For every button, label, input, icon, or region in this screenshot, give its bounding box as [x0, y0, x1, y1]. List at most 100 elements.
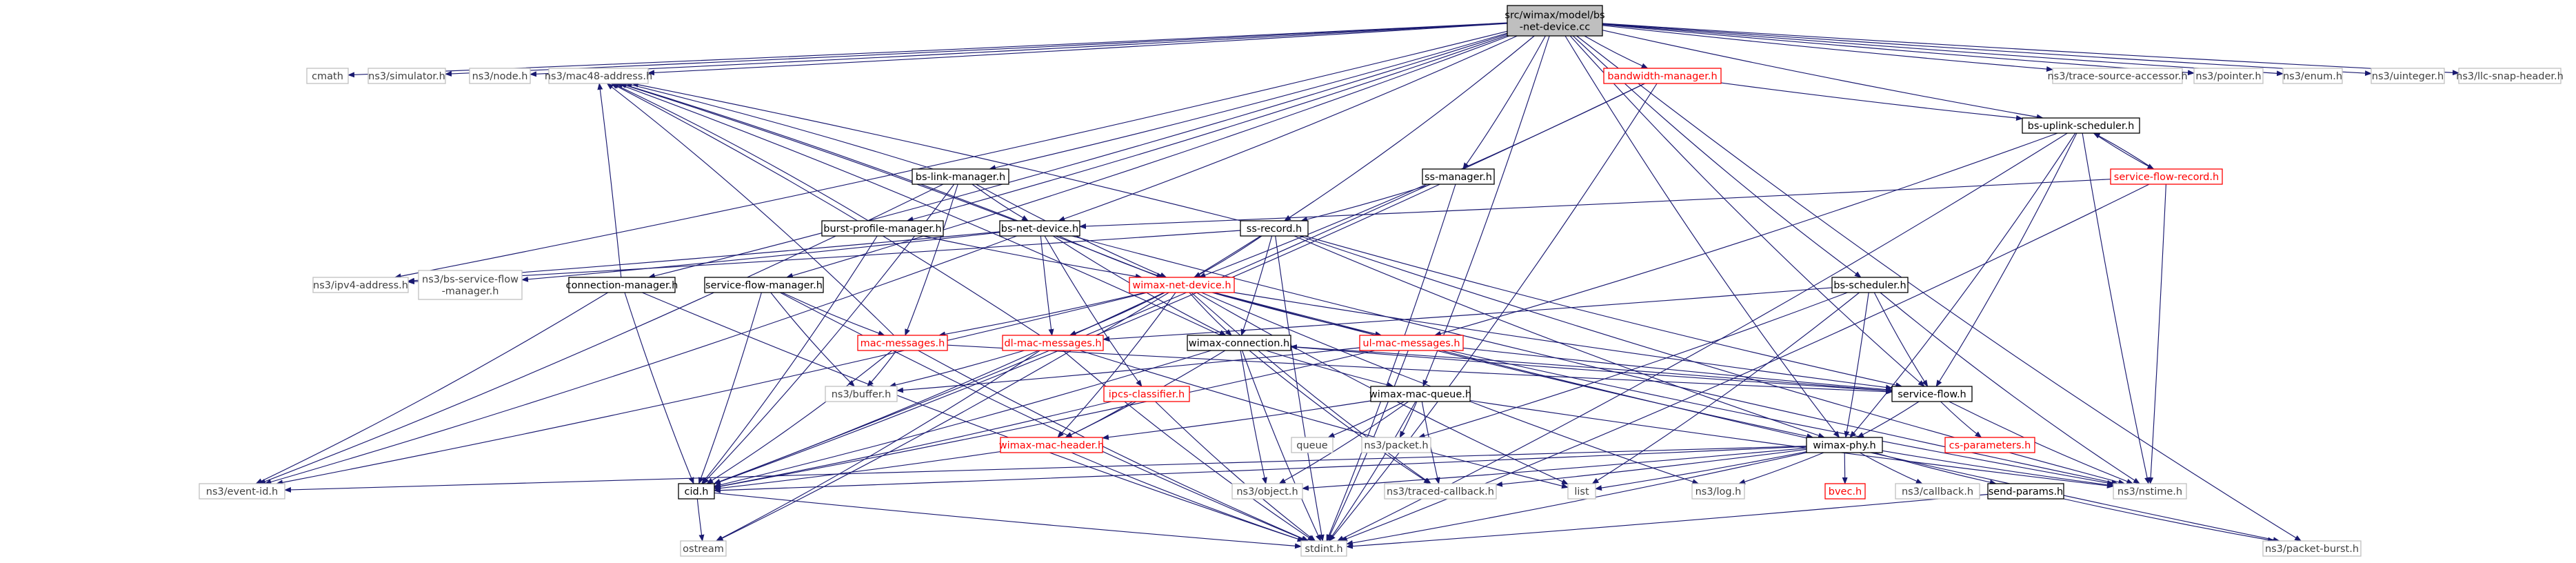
- node-ostream: ostream: [680, 540, 727, 557]
- node-wimaxnet[interactable]: wimax-net-device.h: [1129, 277, 1235, 293]
- node-ssmanager[interactable]: ss-manager.h: [1422, 168, 1495, 185]
- edge-root-to-ns3ipv4: [394, 30, 1508, 279]
- edge-wimaxconn-to-servflow: [1290, 346, 1893, 394]
- node-wimaxphy[interactable]: wimax-phy.h: [1806, 437, 1883, 453]
- node-bslink[interactable]: bs-link-manager.h: [912, 168, 1009, 185]
- node-list: list: [1567, 483, 1596, 500]
- edge-wimaxnet-to-ulmac: [1211, 292, 1382, 337]
- node-ssrecord[interactable]: ss-record.h: [1240, 220, 1309, 237]
- node-ns3callback: ns3/callback.h: [1895, 483, 1980, 500]
- node-cidh[interactable]: cid.h: [678, 483, 715, 500]
- node-ns3eventid: ns3/event-id.h: [199, 483, 285, 500]
- node-label-ssrecord: ss-record.h: [1247, 224, 1302, 235]
- node-ns3node: ns3/node.h: [469, 68, 531, 84]
- node-ulmac[interactable]: ul-mac-messages.h: [1359, 335, 1464, 351]
- edge-bsscheduler-to-wimaxphy: [1844, 292, 1869, 438]
- node-label-ns3simulator: ns3/simulator.h: [368, 71, 445, 82]
- edge-root-to-ns3enum: [1602, 23, 2284, 77]
- node-bsnet[interactable]: bs-net-device.h: [999, 220, 1080, 237]
- node-box-cidh: [678, 483, 715, 500]
- edge-wimaxphy-to-sendparams: [1874, 452, 1997, 485]
- node-box-ns3ipv4: [312, 277, 409, 293]
- edge-wmq-to-wmh: [1102, 400, 1371, 440]
- node-label-ns3buffer: ns3/buffer.h: [832, 389, 892, 400]
- node-root[interactable]: src/wimax/model/bs-net-device.cc: [1505, 5, 1605, 37]
- node-wimaxconn[interactable]: wimax-connection.h: [1187, 335, 1291, 351]
- node-ipcs[interactable]: ipcs-classifier.h: [1103, 386, 1190, 402]
- node-box-wimaxphy: [1806, 437, 1883, 453]
- edge-root-to-burst: [906, 34, 1508, 222]
- edge-wimaxphy-to-ns3nstime: [1882, 450, 2114, 488]
- edge-servflow-to-ns3nstime: [1949, 401, 2134, 484]
- edge-root-to-ns3uinteger: [1602, 23, 2372, 77]
- node-bvec[interactable]: bvec.h: [1824, 483, 1866, 500]
- edge-sendparams-to-stdint: [1346, 493, 1989, 549]
- node-ns3uinteger: ns3/uinteger.h: [2371, 68, 2445, 84]
- node-box-ns3nstime: [2113, 483, 2187, 500]
- node-box-connmgr: [568, 277, 676, 293]
- edge-sfrecord-to-bsnet: [1079, 179, 2111, 229]
- node-label-root: src/wimax/model/bs: [1505, 10, 1604, 21]
- node-box-ns3bssfm: [418, 270, 523, 300]
- node-burst[interactable]: burst-profile-manager.h: [821, 220, 944, 237]
- node-label-ns3pointer: ns3/pointer.h: [2195, 71, 2261, 82]
- node-wmh[interactable]: wimax-mac-header.h: [999, 437, 1104, 453]
- edge-wimaxnet-to-ns3pburst: [1214, 292, 2280, 543]
- node-label-cidh: cid.h: [684, 486, 708, 497]
- node-box-wimaxconn: [1187, 335, 1291, 351]
- edge-bsscheduler-to-list: [1591, 292, 1860, 484]
- edge-wimaxphy-to-cidh: [714, 446, 1807, 493]
- edge-bsnet-to-ns3eventid: [264, 235, 1017, 485]
- edge-root-to-bslink: [989, 32, 1508, 170]
- node-label-bandwidth: bandwidth-manager.h: [1607, 71, 1717, 82]
- node-sfrecord[interactable]: service-flow-record.h: [2110, 168, 2223, 185]
- edge-bslink-to-macmsg: [905, 184, 958, 336]
- node-label-ns3llc: ns3/llc-snap-header.h: [2456, 71, 2564, 82]
- node-box-ns3node: [469, 68, 531, 84]
- edge-bsuplink-to-servflow: [1935, 132, 2077, 387]
- node-sendparams[interactable]: send-params.h: [1987, 483, 2064, 500]
- node-label-wimaxphy: wimax-phy.h: [1813, 440, 1875, 451]
- edge-bsuplink-to-wimaxphy: [1849, 132, 2076, 438]
- node-csparam[interactable]: cs-parameters.h: [1944, 437, 2035, 453]
- node-box-ostream: [680, 540, 727, 557]
- edge-bsscheduler-to-ns3nstime: [1880, 292, 2140, 484]
- edge-wimaxnet-to-wimaxphy: [1213, 292, 1814, 439]
- node-dlmac[interactable]: dl-mac-messages.h: [1002, 335, 1104, 351]
- node-sfmgr[interactable]: service-flow-manager.h: [704, 277, 824, 293]
- node-box-queue: [1291, 437, 1334, 453]
- node-box-wmh: [1000, 437, 1103, 453]
- edge-dlmac-to-ns3mac48: [610, 83, 1040, 336]
- node-ns3nstime: ns3/nstime.h: [2113, 483, 2187, 500]
- node-bsuplink[interactable]: bs-uplink-scheduler.h: [2022, 117, 2140, 134]
- node-box-ns3packet: [1361, 437, 1431, 453]
- edge-wimaxnet-to-cidh: [713, 292, 1165, 484]
- node-box-wimaxnet: [1129, 277, 1235, 293]
- edge-ipcs-to-wmh: [1065, 401, 1133, 438]
- node-wmq[interactable]: wimax-mac-queue.h: [1369, 386, 1471, 402]
- node-box-ns3object: [1231, 483, 1303, 500]
- node-servflow[interactable]: service-flow.h: [1891, 386, 1973, 402]
- edge-wimaxconn-to-wmq: [1265, 350, 1394, 388]
- edge-ssmanager-to-ssrecord: [1300, 184, 1431, 222]
- edge-dlmac-to-list: [1080, 350, 1569, 489]
- node-box-cmath: [306, 68, 349, 84]
- edge-bsnet-to-ns3mac48: [619, 82, 1018, 221]
- node-label-bsscheduler: bs-scheduler.h: [1833, 280, 1906, 291]
- node-box-stdint: [1300, 540, 1347, 557]
- node-bsscheduler[interactable]: bs-scheduler.h: [1831, 277, 1909, 293]
- node-label-connmgr: connection-manager.h: [566, 280, 678, 291]
- node-ns3tsa: ns3/trace-source-accessor.h: [2047, 68, 2188, 84]
- node-box-sfrecord: [2110, 168, 2223, 185]
- node-bandwidth[interactable]: bandwidth-manager.h: [1603, 68, 1722, 84]
- edge-wmq-to-ns3packet: [1399, 401, 1418, 438]
- node-connmgr[interactable]: connection-manager.h: [566, 277, 678, 293]
- node-box-burst: [821, 220, 944, 237]
- node-label-sfrecord: service-flow-record.h: [2114, 172, 2219, 183]
- node-macmsg[interactable]: mac-messages.h: [857, 335, 948, 351]
- edge-root-to-ns3mac48: [647, 23, 1508, 76]
- edge-wmh-to-stdint: [1071, 452, 1305, 542]
- edge-root-to-ssrecord: [1284, 35, 1535, 221]
- node-label-ns3traced: ns3/traced-callback.h: [1387, 486, 1494, 497]
- edge-sendparams-to-ns3pburst: [2063, 498, 2275, 543]
